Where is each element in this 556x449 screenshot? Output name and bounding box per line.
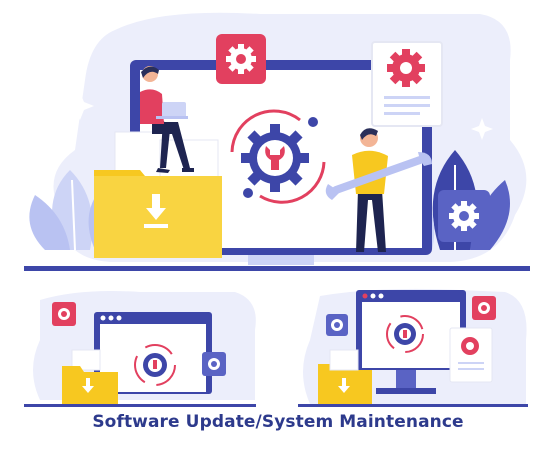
man-with-wrench [325,128,432,252]
floor-line [24,404,256,407]
gear-card-red [216,34,266,84]
gear-icon [459,211,469,221]
gear-card-blue [438,190,490,242]
sparkle-icon [66,92,94,120]
gear-icon [386,315,424,353]
caption-title: Software Update/System Maintenance [92,412,464,432]
wrench-icon [325,152,432,200]
download-icon [86,378,90,388]
main-scene [24,12,530,271]
mini-scene-left [24,291,256,407]
maintenance-illustration [24,12,530,407]
mini-scene-right [298,288,528,407]
download-icon [342,378,346,388]
folder-download [94,131,222,258]
gear-icon [236,54,246,64]
floor-line [24,266,530,271]
sparkle-icon [471,118,493,140]
download-icon [144,194,168,228]
woman-with-laptop [140,66,194,173]
gear-icon [400,62,412,74]
wrench-icon [265,146,285,170]
document-gear [371,41,443,127]
floor-line [298,404,528,407]
center-gear-icon [230,109,326,204]
gear-icon [134,344,176,386]
